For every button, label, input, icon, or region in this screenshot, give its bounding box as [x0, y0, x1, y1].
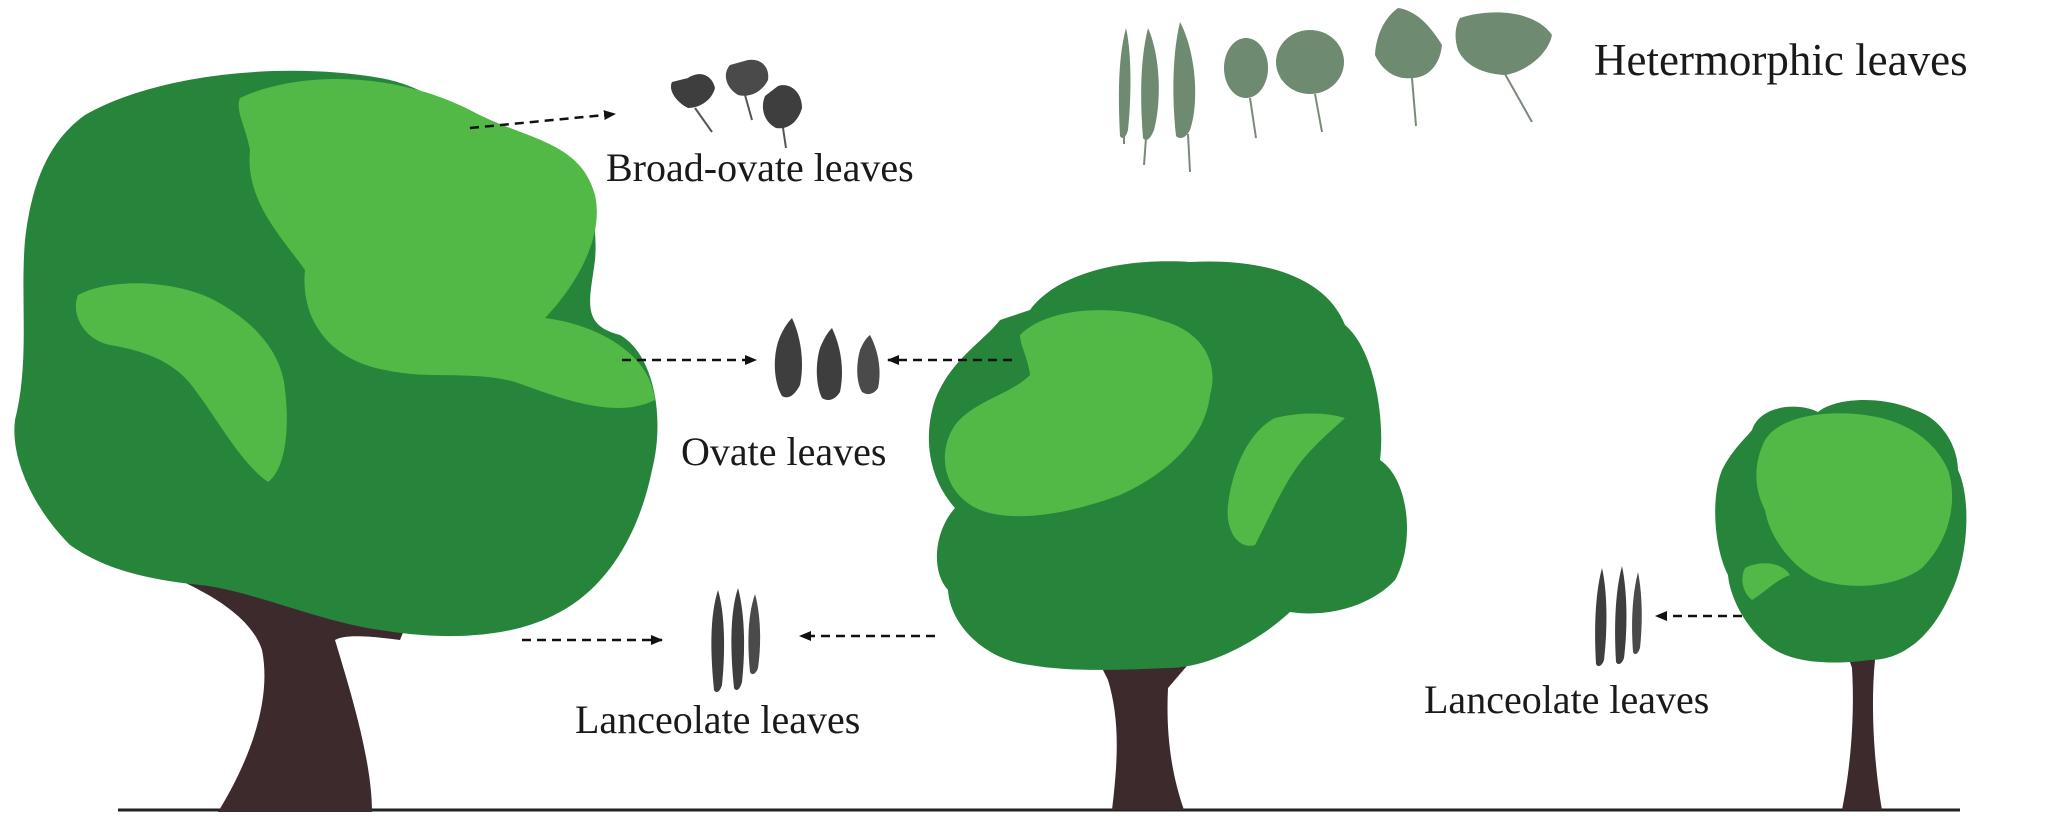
lanceolate-leaf-6	[1632, 572, 1642, 655]
small-tree-highlight	[1756, 413, 1953, 586]
ovate-leaf-1	[774, 318, 803, 398]
ovate-leaf-samples	[774, 318, 880, 400]
middle-tree-highlight-right	[1227, 413, 1345, 546]
label-lanceolate-leaves-middle: Lanceolate leaves	[575, 697, 861, 742]
series-leaf-1	[1118, 28, 1131, 138]
label-ovate-leaves: Ovate leaves	[681, 429, 887, 474]
arrow-to-broad-ovate	[469, 110, 616, 130]
lanceolate-leaf-4	[1595, 568, 1607, 667]
heteromorphic-leaf-series	[1118, 8, 1552, 173]
ovate-leaf-3	[857, 335, 880, 395]
ovate-leaf-2	[816, 328, 843, 400]
small-tree	[1715, 400, 1967, 810]
lanceolate-leaf-samples-small	[1595, 566, 1642, 667]
series-leaf-4	[1224, 38, 1268, 98]
label-broad-ovate-leaves: Broad-ovate leaves	[606, 145, 914, 190]
broad-ovate-leaf-1	[670, 74, 715, 108]
series-leaf-2	[1141, 28, 1159, 140]
broad-ovate-leaf-3	[762, 85, 802, 129]
lanceolate-leaf-3	[748, 594, 761, 675]
series-leaf-5	[1276, 30, 1344, 94]
series-leaf-7	[1455, 12, 1552, 75]
large-tree-highlight-top	[238, 78, 656, 408]
lanceolate-leaf-5	[1615, 566, 1627, 665]
lanceolate-leaf-2	[731, 588, 745, 690]
middle-tree-highlight-main	[944, 310, 1213, 517]
lanceolate-leaf-samples-middle	[711, 588, 761, 693]
large-tree-highlight-left	[75, 283, 287, 482]
series-leaf-6	[1375, 8, 1442, 79]
label-lanceolate-leaves-small: Lanceolate leaves	[1424, 677, 1710, 722]
large-tree	[14, 70, 658, 812]
arrows	[469, 110, 1742, 645]
series-leaf-3	[1173, 22, 1196, 138]
broad-ovate-leaf-samples	[670, 59, 802, 149]
small-tree-trunk	[1836, 618, 1882, 810]
figure-title: Hetermorphic leaves	[1594, 35, 1968, 85]
broad-ovate-leaf-2	[725, 59, 769, 96]
small-tree-highlight-curl	[1742, 563, 1790, 600]
lanceolate-leaf-1	[711, 590, 725, 693]
middle-tree	[928, 261, 1407, 810]
